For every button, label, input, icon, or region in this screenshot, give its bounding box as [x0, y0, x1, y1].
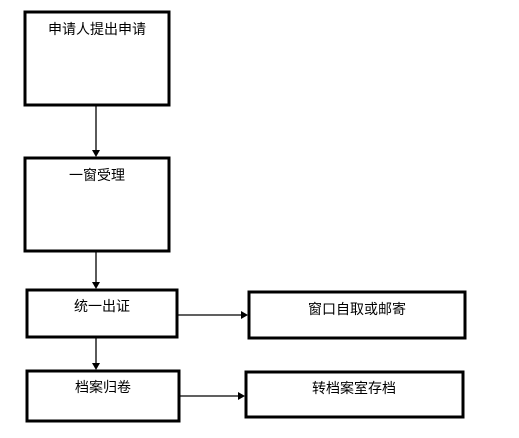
node-transfer: 转档案室存档 — [244, 370, 465, 419]
node-archive-box — [25, 369, 181, 423]
node-pickup-label: 窗口自取或邮寄 — [308, 301, 406, 318]
node-issue: 统一出证 — [25, 288, 179, 339]
edge-issue-to-archive-arrowhead — [92, 363, 100, 370]
node-archive: 档案归卷 — [25, 369, 181, 423]
node-pickup-box — [247, 290, 467, 340]
node-accept-box — [23, 156, 171, 253]
edge-accept-to-issue — [92, 252, 100, 289]
edge-apply-to-accept — [92, 106, 100, 157]
node-archive-label: 档案归卷 — [75, 379, 131, 396]
node-apply-label: 申请人提出申请 — [48, 22, 146, 38]
edge-issue-to-pickup-arrowhead — [241, 311, 248, 319]
node-pickup: 窗口自取或邮寄 — [247, 290, 467, 340]
node-accept-label: 一窗受理 — [69, 167, 125, 184]
node-transfer-box — [244, 370, 465, 419]
edge-archive-to-transfer — [180, 392, 245, 400]
edge-accept-to-issue-arrowhead — [92, 282, 100, 289]
node-issue-label: 统一出证 — [74, 299, 130, 315]
node-apply: 申请人提出申请 — [23, 10, 171, 107]
node-accept: 一窗受理 — [23, 156, 171, 253]
node-apply-box — [23, 10, 171, 107]
edge-issue-to-archive — [92, 338, 100, 370]
edge-issue-to-pickup — [178, 311, 248, 319]
node-transfer-label: 转档案室存档 — [312, 380, 396, 397]
edge-apply-to-accept-arrowhead — [92, 150, 100, 157]
node-issue-box — [25, 288, 179, 339]
edge-archive-to-transfer-arrowhead — [238, 392, 245, 400]
